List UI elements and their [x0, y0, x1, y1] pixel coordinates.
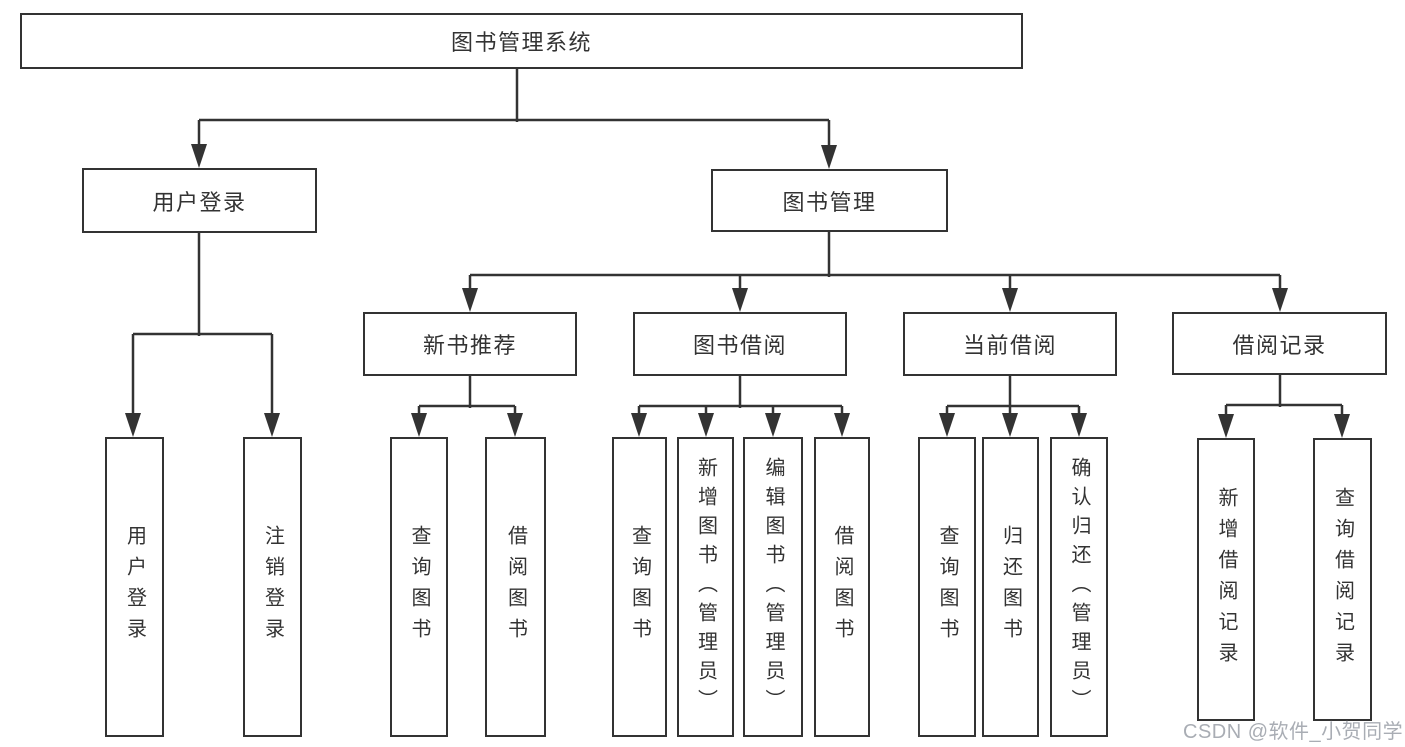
leaf-confirm-return-admin: 确认归还（管理员）	[1050, 437, 1108, 737]
node-library-system: 图书管理系统	[20, 13, 1023, 69]
leaf-edit-book-admin: 编辑图书（管理员）	[743, 437, 803, 737]
leaf-borrow-books-recommend: 借阅图书	[485, 437, 546, 737]
node-book-borrowing: 图书借阅	[633, 312, 847, 376]
leaf-query-books-current: 查询图书	[918, 437, 976, 737]
node-user-login: 用户登录	[82, 168, 317, 233]
csdn-watermark: CSDN @软件_小贺同学	[1183, 721, 1404, 743]
leaf-add-book-admin: 新增图书（管理员）	[677, 437, 734, 737]
node-new-book-recommendation: 新书推荐	[363, 312, 577, 376]
leaf-query-borrow-record: 查询借阅记录	[1313, 438, 1372, 721]
leaf-query-books-recommend: 查询图书	[390, 437, 448, 737]
arrowheads	[125, 144, 1350, 438]
node-book-management: 图书管理	[711, 169, 948, 232]
leaf-logout-login: 注销登录	[243, 437, 302, 737]
leaf-query-books-borrow: 查询图书	[612, 437, 667, 737]
leaf-user-login: 用户登录	[105, 437, 164, 737]
leaf-add-borrow-record: 新增借阅记录	[1197, 438, 1255, 721]
connector-lines	[131, 69, 1344, 420]
node-current-borrowing: 当前借阅	[903, 312, 1117, 376]
node-borrowing-records: 借阅记录	[1172, 312, 1387, 375]
leaf-return-books: 归还图书	[982, 437, 1039, 737]
leaf-borrow-books: 借阅图书	[814, 437, 870, 737]
